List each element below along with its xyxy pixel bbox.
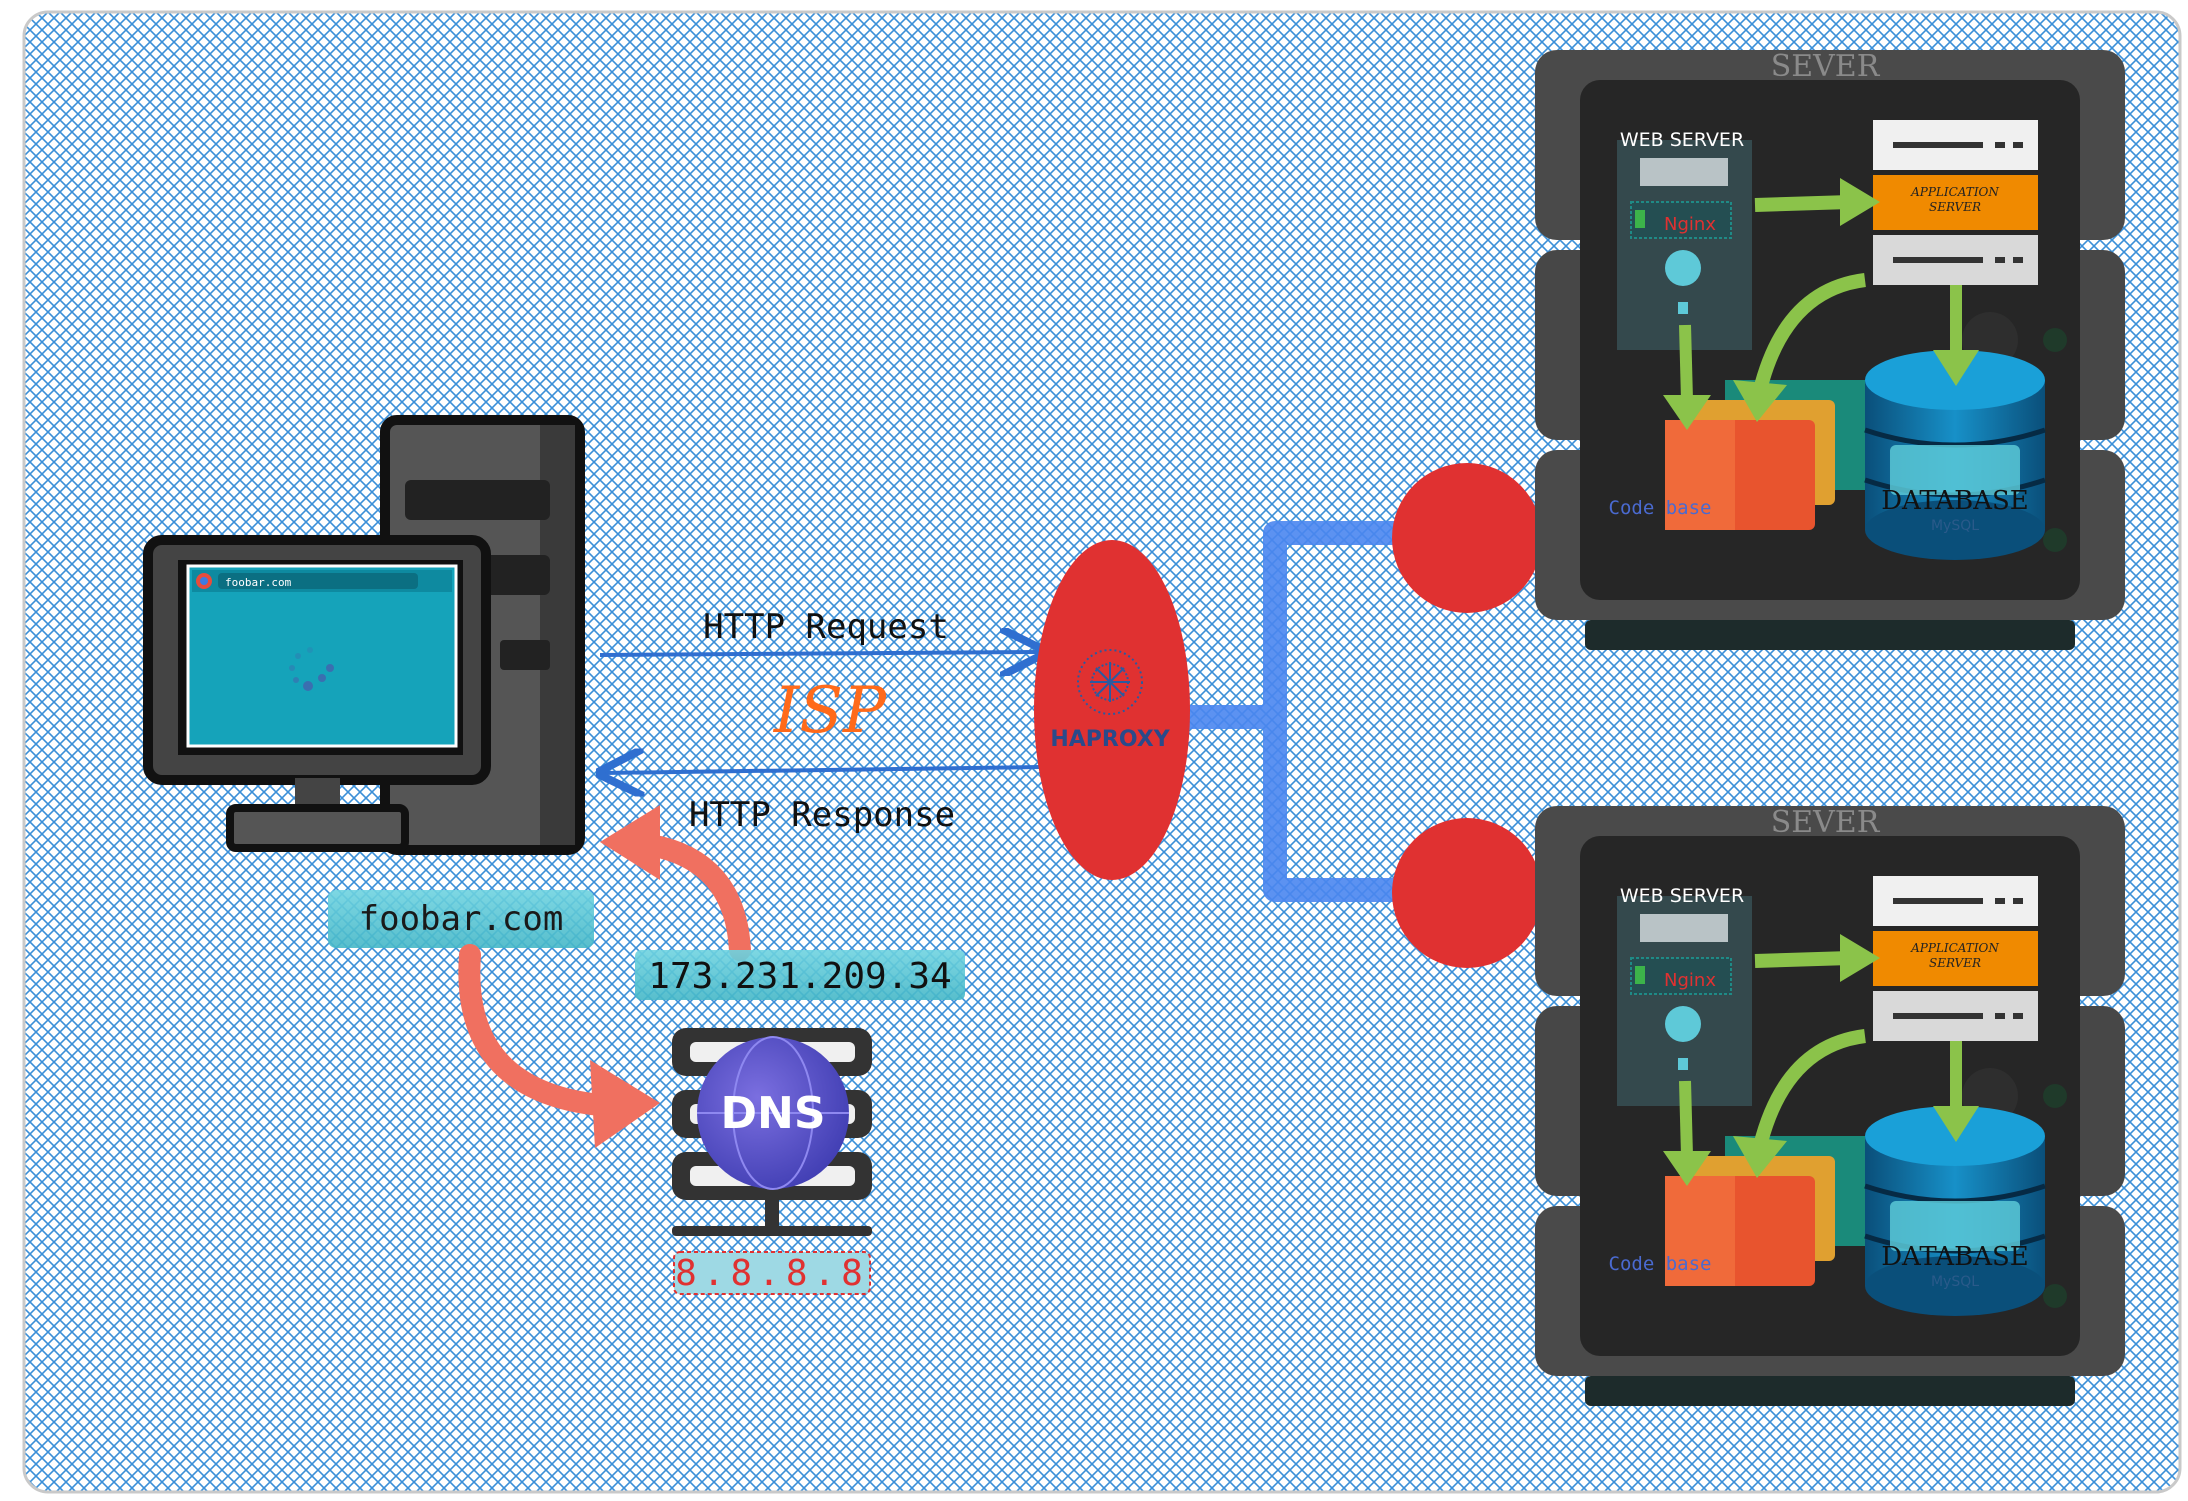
http-response-label: HTTP Response — [689, 795, 955, 835]
loading-spinner-icon — [289, 647, 334, 691]
server-2-mysql-label: MySQL — [1931, 1274, 1979, 1290]
dns-server-icon — [672, 1028, 872, 1236]
haproxy-logo-icon — [1077, 649, 1143, 715]
browser-url-text: foobar.com — [225, 576, 292, 589]
isp-label: ISP — [773, 674, 887, 748]
haproxy-label: HAPROXY — [1050, 727, 1170, 752]
server-2-nginx-label: Nginx — [1664, 970, 1716, 991]
server-1-database-label: DATABASE — [1881, 486, 2029, 516]
server-1-rack-label: SEVER — [1771, 49, 1881, 84]
server-1-code-label: Code base — [1609, 497, 1712, 519]
domain-label: foobar.com — [359, 899, 564, 939]
server-1-endpoint — [1392, 463, 1542, 613]
server-1-web-server-label: WEB SERVER — [1620, 129, 1744, 151]
dns-address-label: 8.8.8.8 — [675, 1253, 869, 1294]
server-2-app-label-1: APPLICATION — [1910, 941, 1999, 955]
http-response-arrow — [604, 767, 1041, 773]
server-2-web-server-label: WEB SERVER — [1620, 885, 1744, 907]
dns-address-bg — [673, 1251, 871, 1295]
server-2-rack-label: SEVER — [1771, 805, 1881, 840]
resolved-ip-label: 173.231.209.34 — [648, 956, 951, 997]
server-2-endpoint — [1392, 818, 1542, 968]
server-2-code-label: Code base — [1609, 1253, 1712, 1275]
server-2-database-label: DATABASE — [1881, 1242, 2029, 1272]
resolved-ip-bg — [635, 950, 965, 1000]
dns-answer-arrow — [639, 834, 751, 961]
server-1-nginx-label: Nginx — [1664, 214, 1716, 235]
load-balancer-node — [1034, 540, 1190, 880]
domain-label-bg — [328, 890, 594, 948]
dns-icon-label: DNS — [720, 1088, 825, 1139]
http-request-arrow — [599, 652, 1040, 655]
server-1-mysql-label: MySQL — [1931, 518, 1979, 534]
server-2-app-label-2: SERVER — [1929, 956, 1981, 970]
client-computer-icon — [143, 415, 585, 855]
lb-to-servers-links — [1180, 521, 1400, 902]
server-1-app-label-2: SERVER — [1929, 200, 1981, 214]
server-1-app-label-1: APPLICATION — [1910, 185, 1999, 199]
http-request-label: HTTP Request — [703, 607, 949, 647]
dns-query-arrow — [458, 944, 611, 1116]
